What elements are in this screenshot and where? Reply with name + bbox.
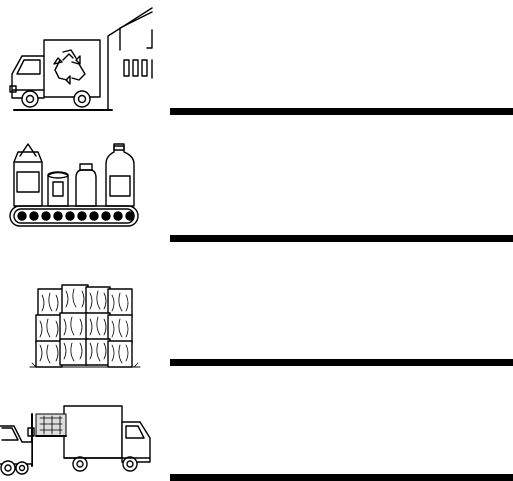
- step-divider: [170, 108, 513, 115]
- step-divider: [170, 235, 513, 242]
- conveyor-belt-containers-icon: [0, 120, 160, 240]
- step-divider: [170, 359, 513, 366]
- step-sorting: [0, 120, 513, 245]
- step-divider: [170, 474, 513, 481]
- step-shipping: [0, 370, 513, 479]
- baled-material-icon: [0, 245, 160, 370]
- step-collection: [0, 0, 513, 120]
- forklift-truck-loading-icon: [0, 370, 160, 479]
- recycling-truck-icon: [0, 0, 160, 118]
- step-baling: [0, 245, 513, 370]
